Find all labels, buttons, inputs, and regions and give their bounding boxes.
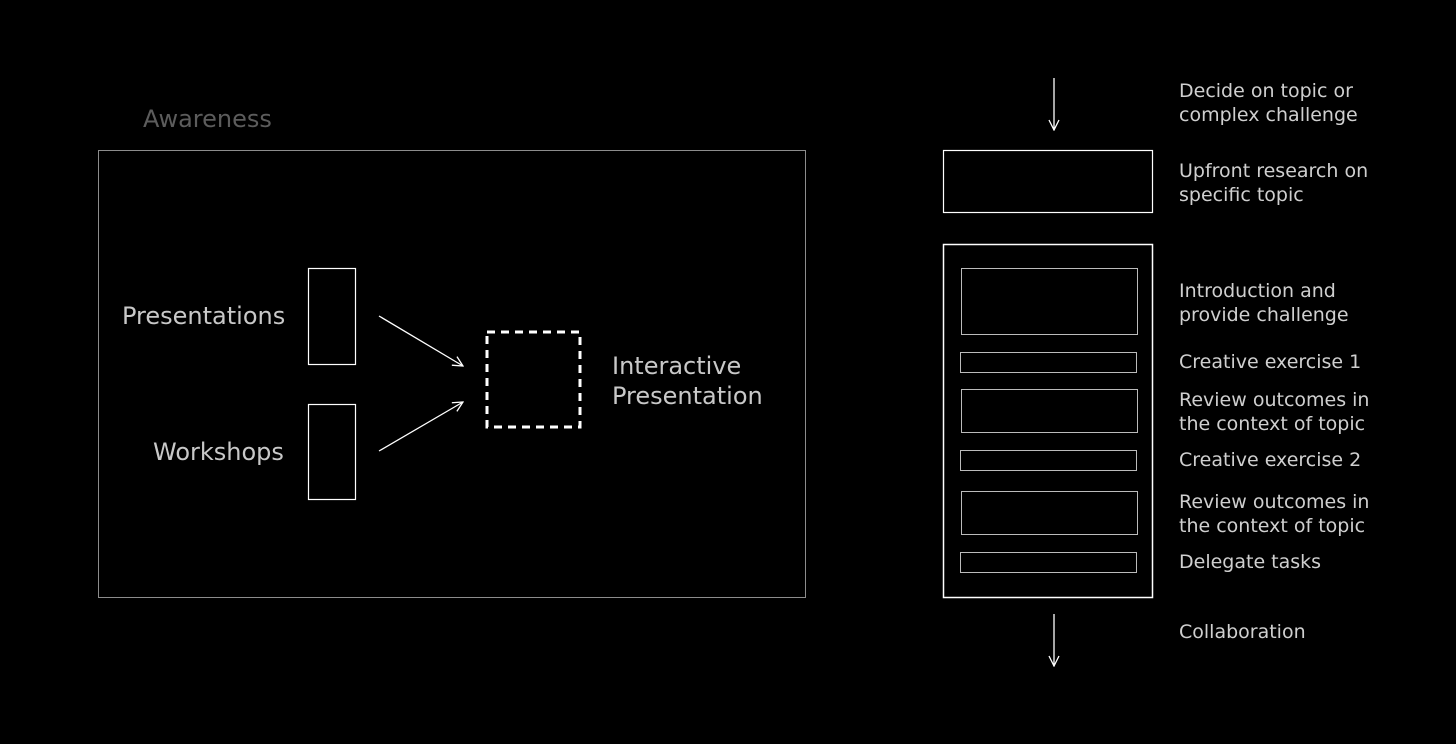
arrow-presentations-to-interactive [378, 315, 463, 366]
block-creative-exercise-2 [960, 450, 1137, 471]
block-introduction [961, 268, 1138, 335]
interactive-presentation-box [485, 330, 582, 429]
block-delegate-tasks [960, 552, 1137, 573]
step-decide-topic: Decide on topic or complex challenge [1179, 80, 1358, 126]
research-box [942, 149, 1154, 214]
step-review-outcomes-1: Review outcomes in the context of topic [1179, 389, 1370, 435]
step-creative-exercise-2: Creative exercise 2 [1179, 449, 1362, 471]
awareness-frame [98, 150, 806, 598]
step-delegate-tasks: Delegate tasks [1179, 551, 1322, 573]
step-collaboration: Collaboration [1179, 621, 1306, 643]
block-review-outcomes-2 [961, 491, 1138, 535]
awareness-title: Awareness [143, 105, 272, 133]
workshops-label: Workshops [153, 438, 284, 466]
interactive-presentation-label: Interactive Presentation [612, 352, 763, 410]
session-container [942, 243, 1154, 599]
arrow-workshops-to-interactive [378, 402, 463, 452]
workshops-box [307, 403, 357, 501]
step-introduction: Introduction and provide challenge [1179, 280, 1349, 326]
presentations-label: Presentations [122, 302, 286, 330]
block-review-outcomes-1 [961, 389, 1138, 433]
block-creative-exercise-1 [960, 352, 1137, 373]
presentations-box [307, 267, 357, 366]
step-review-outcomes-2: Review outcomes in the context of topic [1179, 491, 1370, 537]
step-creative-exercise-1: Creative exercise 1 [1179, 351, 1362, 373]
step-upfront-research: Upfront research on specific topic [1179, 160, 1369, 206]
